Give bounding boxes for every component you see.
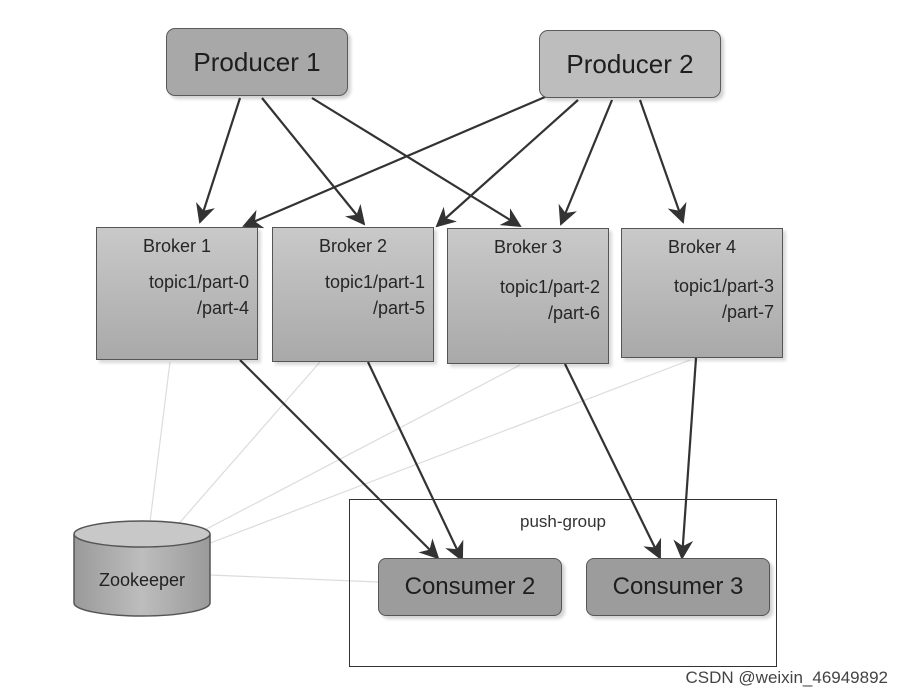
broker-4-partition-line-1: topic1/part-3: [673, 276, 774, 296]
producer-2-node: Producer 2: [539, 30, 721, 98]
zk-link-broker-2: [174, 361, 321, 529]
broker-4-partition-line-2: /part-7: [721, 302, 774, 322]
zookeeper-links: [149, 359, 691, 583]
producer-2-label: Producer 2: [566, 48, 694, 79]
arrow-producer1-broker2: [261, 97, 366, 226]
consumer-2-label: Consumer 2: [404, 573, 536, 600]
arrow-producer1-broker3: [311, 97, 522, 228]
broker-2-partition-line-2: /part-5: [372, 298, 425, 318]
broker-1-name: Broker 1: [142, 236, 212, 256]
arrow-producer2-broker4: [638, 99, 687, 224]
arrow-broker2-consumer2: [367, 361, 464, 562]
broker-1-partition-line-2: /part-4: [196, 298, 249, 318]
broker-3-name: Broker 3: [493, 237, 563, 257]
arrow-broker4-consumer3: [673, 357, 698, 560]
consumer-3-node: Consumer 3: [586, 558, 770, 616]
arrow-producer2-broker2: [435, 99, 579, 228]
broker-2-node: Broker 2 topic1/part-1 /part-5: [272, 227, 434, 362]
arrow-broker1-consumer2: [239, 359, 440, 560]
arrow-producer1-broker1: [196, 97, 242, 224]
zookeeper-label: Zookeeper: [98, 570, 186, 590]
broker-3-partition-line-2: /part-6: [547, 303, 600, 323]
consumer-2-node: Consumer 2: [378, 558, 562, 616]
zk-link-broker-4: [204, 359, 691, 546]
broker-4-node: Broker 4 topic1/part-3 /part-7: [621, 228, 783, 358]
arrow-producer2-broker3: [558, 99, 614, 226]
zk-link-broker-1: [149, 361, 171, 523]
broker-3-partition-line-1: topic1/part-2: [499, 277, 600, 297]
consumer-group-label: push-group: [519, 512, 606, 531]
broker-2-name: Broker 2: [318, 236, 388, 256]
broker-1-node: Broker 1 topic1/part-0 /part-4: [96, 227, 258, 360]
producer-1-label: Producer 1: [193, 46, 321, 77]
zookeeper-cylinder: [73, 520, 211, 617]
broker-2-partition-line-1: topic1/part-1: [324, 272, 425, 292]
producer-1-node: Producer 1: [166, 28, 348, 96]
consumer-arrows: [239, 357, 698, 562]
broker-1-partition-line-1: topic1/part-0: [148, 272, 249, 292]
producer-arrows: [196, 95, 687, 229]
broker-3-node: Broker 3 topic1/part-2 /part-6: [447, 228, 609, 364]
zk-link-consumer: [209, 574, 379, 583]
consumer-group-box: push-group: [349, 499, 777, 667]
zk-link-broker-3: [194, 364, 521, 536]
arrow-producer2-broker1: [242, 95, 546, 229]
consumer-3-label: Consumer 3: [612, 573, 744, 600]
arrow-broker3-consumer3: [564, 363, 662, 560]
broker-4-name: Broker 4: [667, 237, 737, 257]
watermark-text: CSDN @weixin_46949892: [685, 668, 888, 687]
